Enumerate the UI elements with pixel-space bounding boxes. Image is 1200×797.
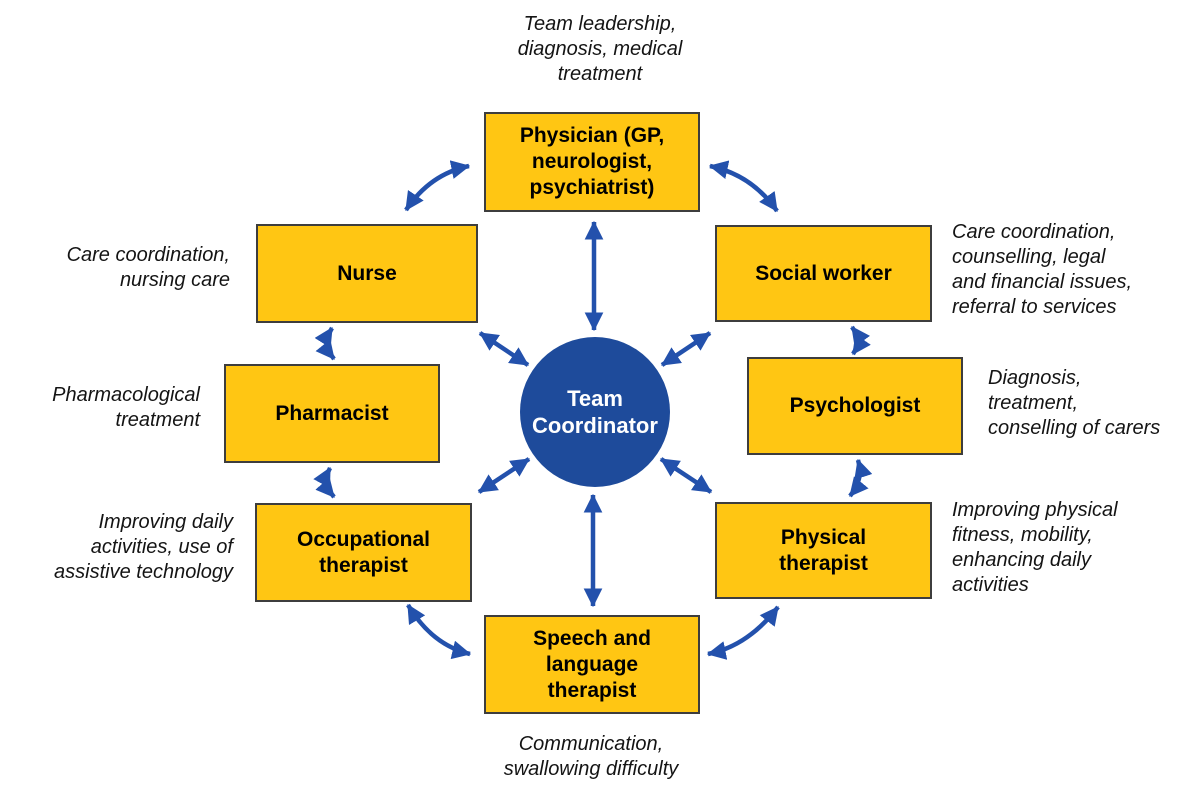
node-team-coordinator: Team Coordinator	[520, 337, 670, 487]
node-team-coordinator-label: Team Coordinator	[532, 386, 658, 438]
annotation-nurse: Care coordination, nursing care	[66, 244, 230, 291]
node-psychologist: Psychologist	[747, 357, 963, 455]
arrow-nurse-coordinator	[478, 331, 530, 367]
annotation-physician: Team leadership, diagnosis, medical trea…	[517, 13, 683, 85]
annotation-social-worker: Care coordination, counselling, legal an…	[952, 221, 1133, 318]
node-occupational-therapist-label: Occupational therapist	[296, 527, 431, 577]
node-speech-language-therapist-label: Speech and language therapist	[533, 626, 651, 702]
node-physician: Physician (GP, neurologist, psychiatrist…	[484, 112, 700, 212]
arrow-physician-social	[708, 160, 779, 213]
arrow-speech-physical	[706, 605, 780, 660]
arrow-nurse-pharmacist	[314, 326, 336, 361]
annotation-psychologist: Diagnosis, treatment, conselling of care…	[988, 367, 1161, 439]
node-speech-language-therapist: Speech and language therapist	[484, 615, 700, 714]
annotation-speech-language-therapist: Communication, swallowing difficulty	[503, 733, 679, 780]
node-psychologist-label: Psychologist	[789, 394, 921, 417]
arrow-psychologist-physical	[848, 458, 873, 498]
arrow-occupational-speech	[406, 603, 472, 660]
annotation-pharmacist: Pharmacological treatment	[52, 384, 200, 431]
node-physical-therapist: Physical therapist	[715, 502, 932, 599]
annotation-occupational-therapist: Improving daily activities, use of assis…	[54, 511, 233, 583]
node-physical-therapist-label: Physical therapist	[779, 525, 868, 575]
node-nurse: Nurse	[256, 224, 478, 323]
node-social-worker: Social worker	[715, 225, 932, 322]
node-nurse-label: Nurse	[337, 261, 397, 285]
arrow-physical-coordinator	[659, 457, 713, 494]
arrow-pharmacist-occupational	[313, 466, 336, 499]
node-occupational-therapist: Occupational therapist	[255, 503, 472, 602]
annotation-physical-therapist: Improving physical fitness, mobility, en…	[952, 499, 1118, 596]
arrow-physician-nurse	[404, 160, 471, 212]
node-social-worker-label: Social worker	[755, 261, 892, 285]
arrow-social-coordinator	[660, 331, 712, 367]
arrow-social-psychologist	[850, 325, 871, 356]
node-pharmacist: Pharmacist	[224, 364, 440, 463]
arrow-occupational-coordinator	[477, 457, 531, 494]
node-pharmacist-label: Pharmacist	[275, 401, 389, 425]
node-physician-label: Physician (GP, neurologist, psychiatrist…	[519, 124, 665, 199]
